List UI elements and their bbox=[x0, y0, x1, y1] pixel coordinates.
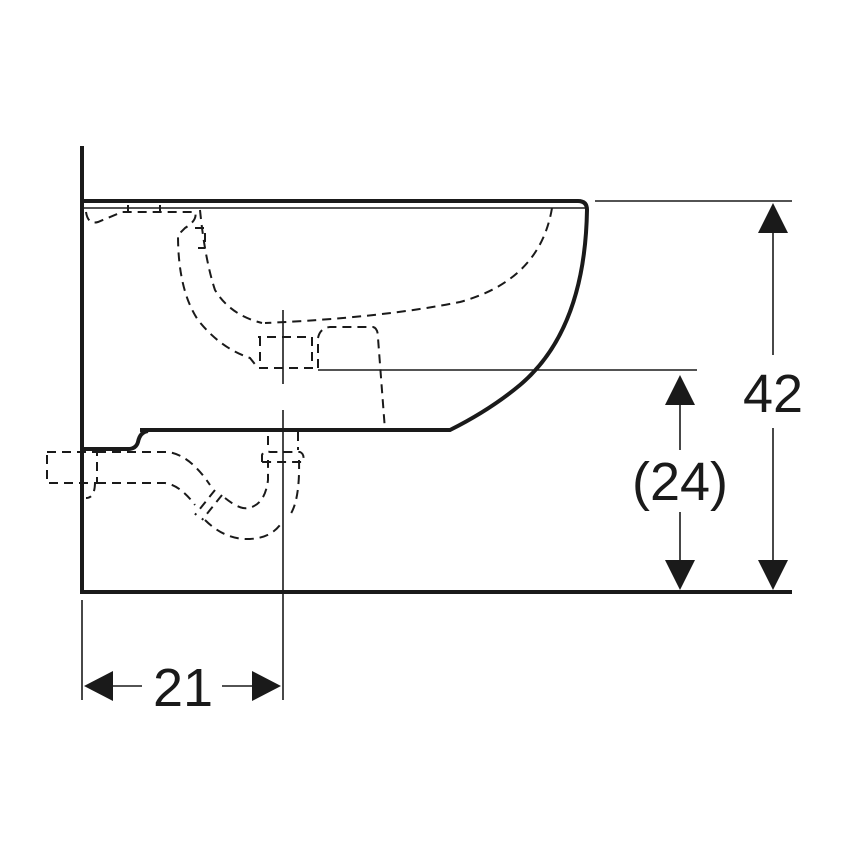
bidet-outline bbox=[82, 199, 590, 451]
arrow-up-icon bbox=[758, 203, 788, 233]
dimension-42-label: 42 bbox=[743, 364, 803, 424]
arrow-left-icon bbox=[84, 671, 113, 701]
arrow-down-icon bbox=[758, 560, 788, 590]
trap-hidden-lines bbox=[46, 432, 305, 541]
arrow-up-icon bbox=[665, 375, 695, 405]
bowl-hidden-lines bbox=[85, 205, 553, 431]
dimension-21: 21 bbox=[81, 600, 281, 718]
dimension-24-label: (24) bbox=[632, 452, 728, 512]
dimension-42: 42 bbox=[595, 200, 803, 590]
dimension-21-label: 21 bbox=[153, 658, 213, 718]
dimension-24: (24) bbox=[632, 375, 728, 590]
arrow-right-icon bbox=[252, 671, 281, 701]
arrow-down-icon bbox=[665, 560, 695, 590]
